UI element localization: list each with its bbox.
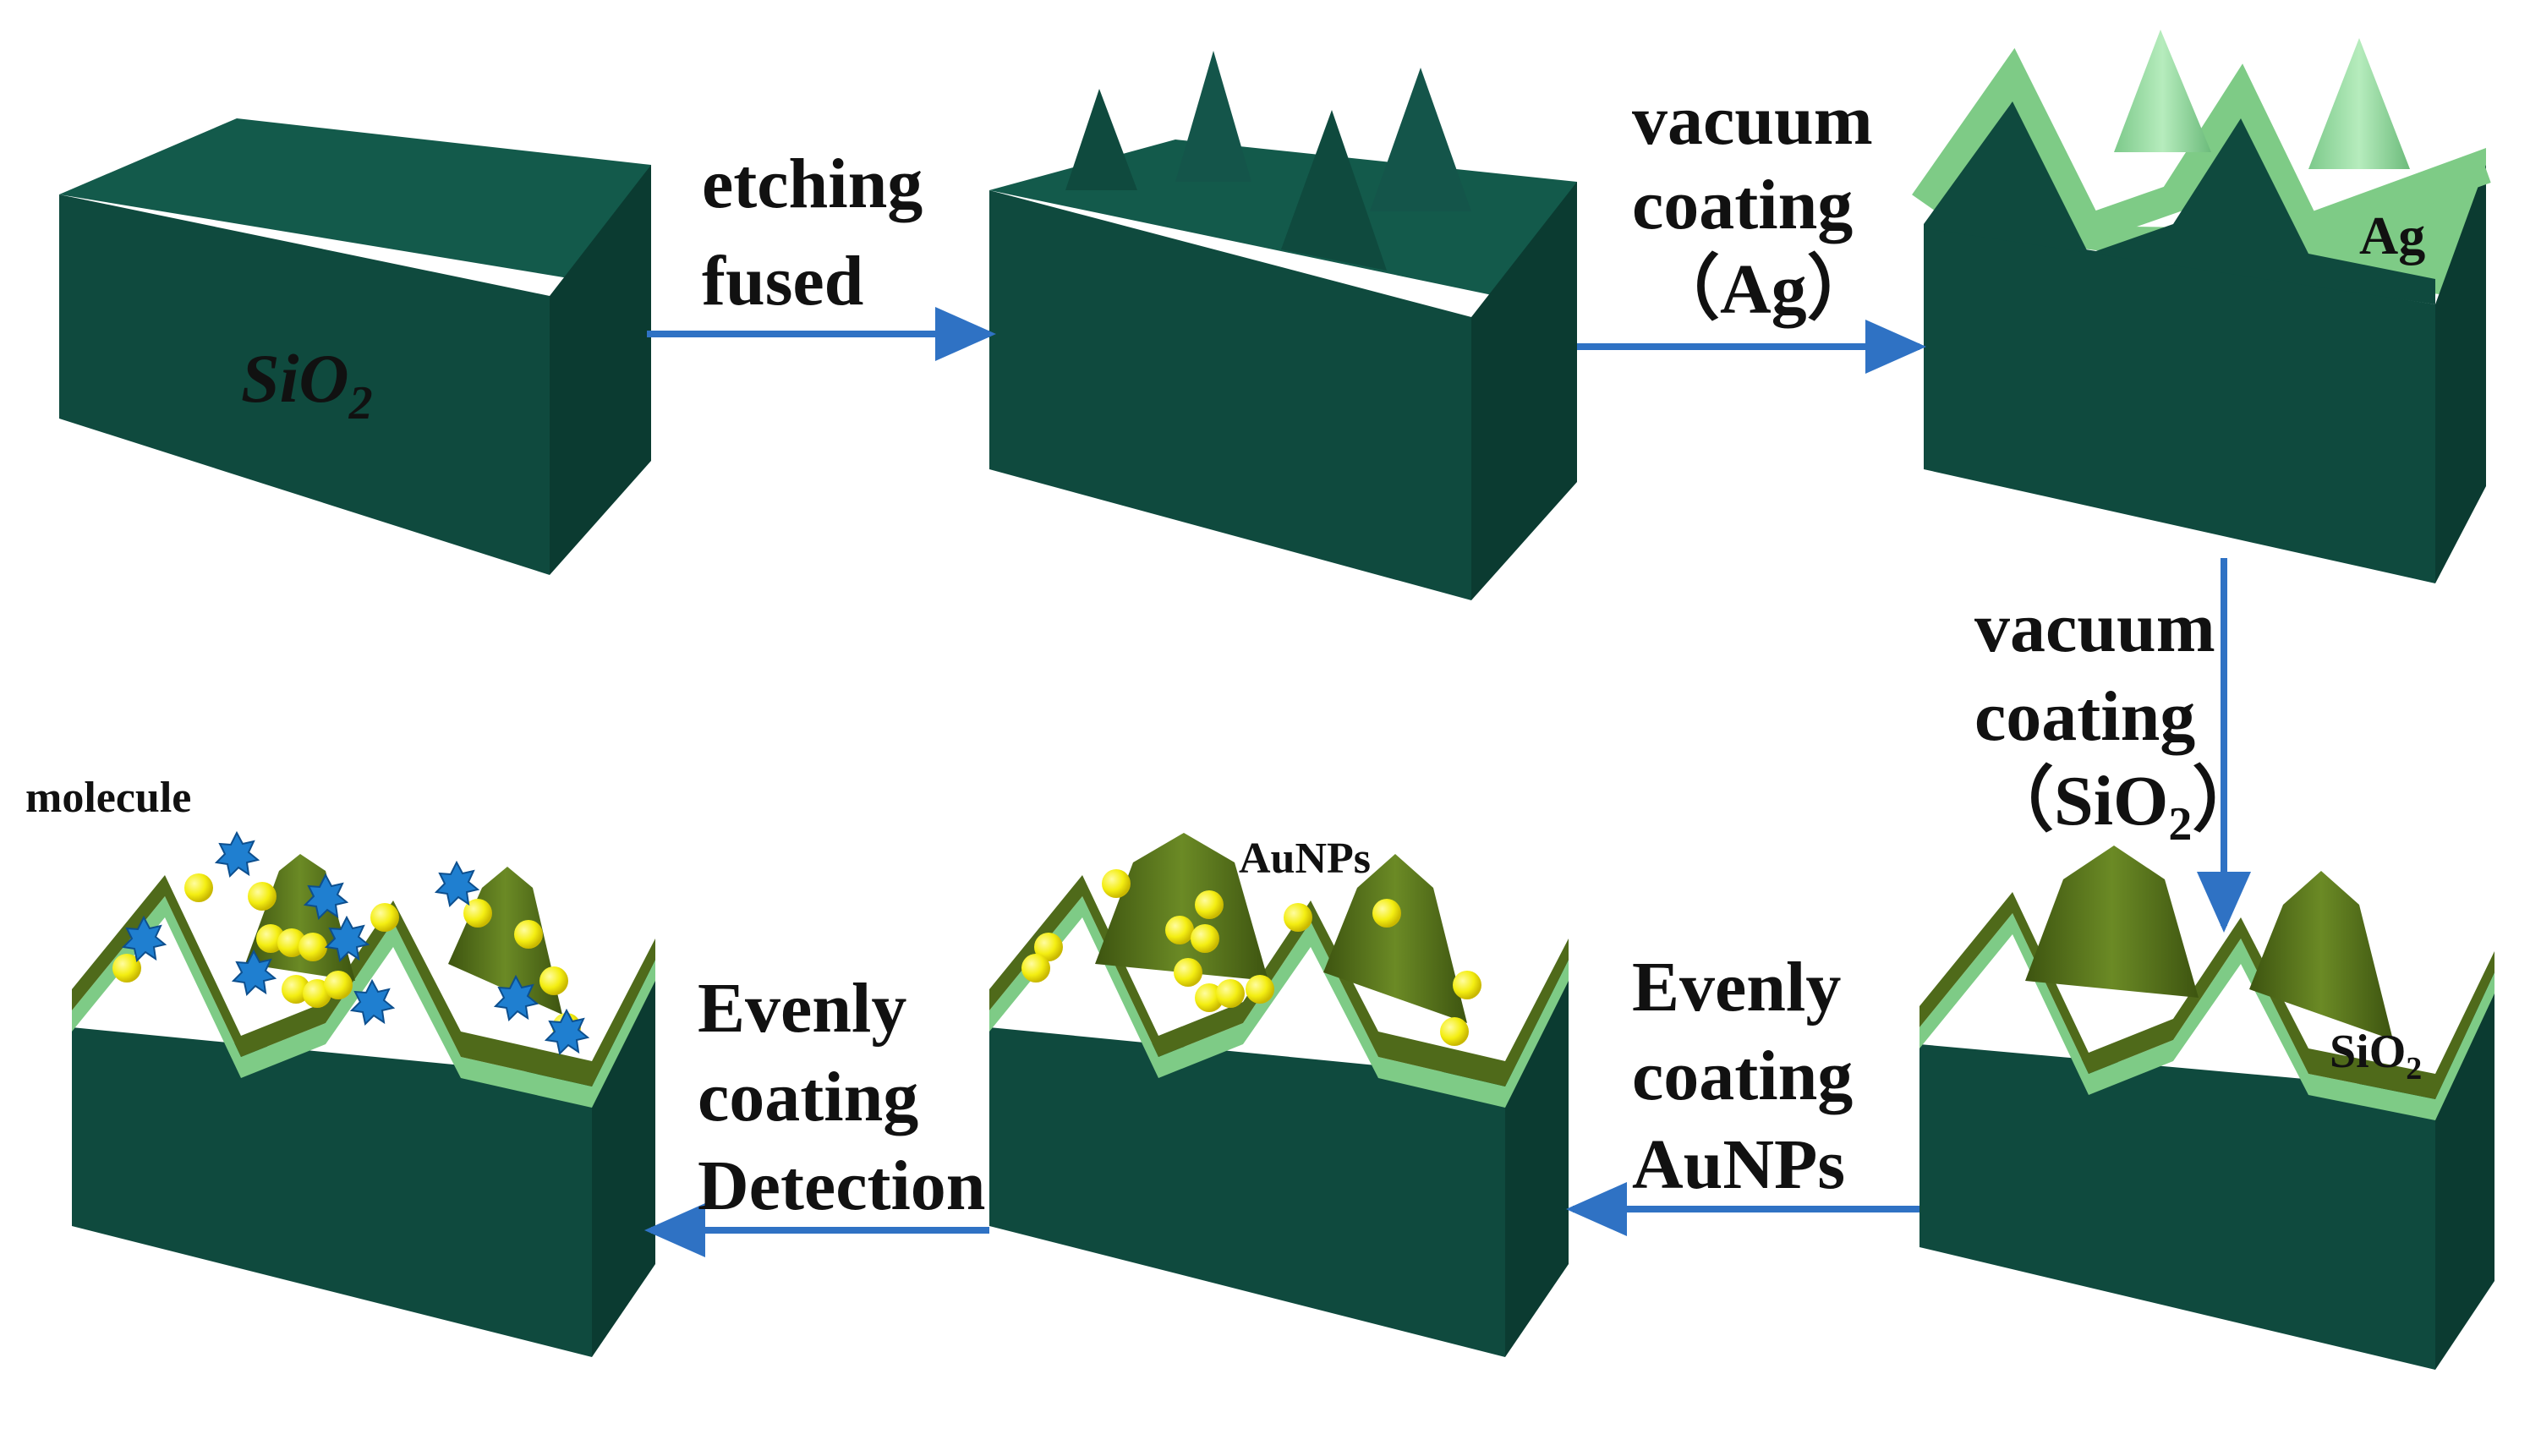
- molecule-icon: [121, 915, 167, 963]
- arrow-coating-aunps-label-2: coating: [1632, 1037, 1853, 1115]
- step6-molecule-label: molecule: [25, 774, 191, 822]
- molecule-icon: [303, 873, 349, 921]
- arrow-vacuum-ag: vacuum coating （Ag）: [1577, 81, 1926, 374]
- cone: [1065, 89, 1137, 190]
- arrow-vacuum-sio2-label-1: vacuum: [1974, 588, 2215, 667]
- arrow-vacuum-ag-label-1: vacuum: [1632, 81, 1873, 160]
- arrow-etching: etching fused: [647, 145, 996, 361]
- molecule-icon: [349, 978, 396, 1026]
- arrow-vacuum-sio2-label-2: coating: [1974, 677, 2195, 756]
- arrow-coating-aunps-label-3: AuNPs: [1632, 1125, 1845, 1204]
- arrow-vacuum-sio2: vacuum coating （SiO2）: [1974, 558, 2263, 933]
- cone: [1175, 51, 1251, 182]
- molecule-icon: [324, 915, 370, 963]
- ag-cone: [2308, 38, 2410, 169]
- step6-detection-block: molecule: [25, 774, 655, 1357]
- arrow-detection-label-1: Evenly: [698, 969, 906, 1048]
- step1-material-label: SiO2: [241, 340, 373, 430]
- molecule-icon: [214, 830, 260, 879]
- arrow-vacuum-ag-label-3: （Ag）: [1649, 250, 1878, 329]
- arrow-etching-label-1: etching: [702, 145, 923, 223]
- molecule-icon: [544, 1008, 590, 1056]
- molecule-icon: [231, 949, 277, 997]
- step1-sio2-block: SiO2: [59, 118, 651, 575]
- molecule-icon: [493, 974, 539, 1022]
- aunp-particles: [112, 873, 581, 1042]
- cone: [1281, 110, 1387, 271]
- aunp-particles: [1021, 869, 1481, 1046]
- arrow-coating-aunps-label-1: Evenly: [1632, 948, 1841, 1026]
- arrow-vacuum-sio2-label-3: （SiO2）: [1983, 762, 2263, 851]
- step5-aunp-block: AuNPs: [989, 833, 1569, 1357]
- arrow-vacuum-ag-label-2: coating: [1632, 166, 1853, 244]
- arrow-etching-label-2: fused: [702, 242, 863, 320]
- step3-ag-coated-block: Ag: [1912, 30, 2491, 583]
- step2-etched-block: [989, 51, 1577, 600]
- step4-sio2-coated-block: SiO2: [1919, 846, 2494, 1370]
- arrow-detection: Evenly coating Detection: [644, 969, 989, 1257]
- sio2-cone: [2249, 871, 2393, 1040]
- arrow-coating-aunps: Evenly coating AuNPs: [1566, 948, 1919, 1236]
- arrow-detection-label-2: coating: [698, 1058, 918, 1136]
- ag-cone: [2114, 30, 2211, 152]
- cone: [1370, 68, 1471, 211]
- step4-material-label: SiO2: [2330, 1026, 2422, 1087]
- sio2-cone: [2025, 846, 2199, 998]
- step3-material-label: Ag: [2359, 205, 2425, 265]
- molecule-icons: [121, 830, 590, 1056]
- arrow-detection-label-3: Detection: [698, 1147, 986, 1225]
- molecule-icon: [434, 860, 480, 908]
- step5-particle-label: AuNPs: [1239, 835, 1371, 883]
